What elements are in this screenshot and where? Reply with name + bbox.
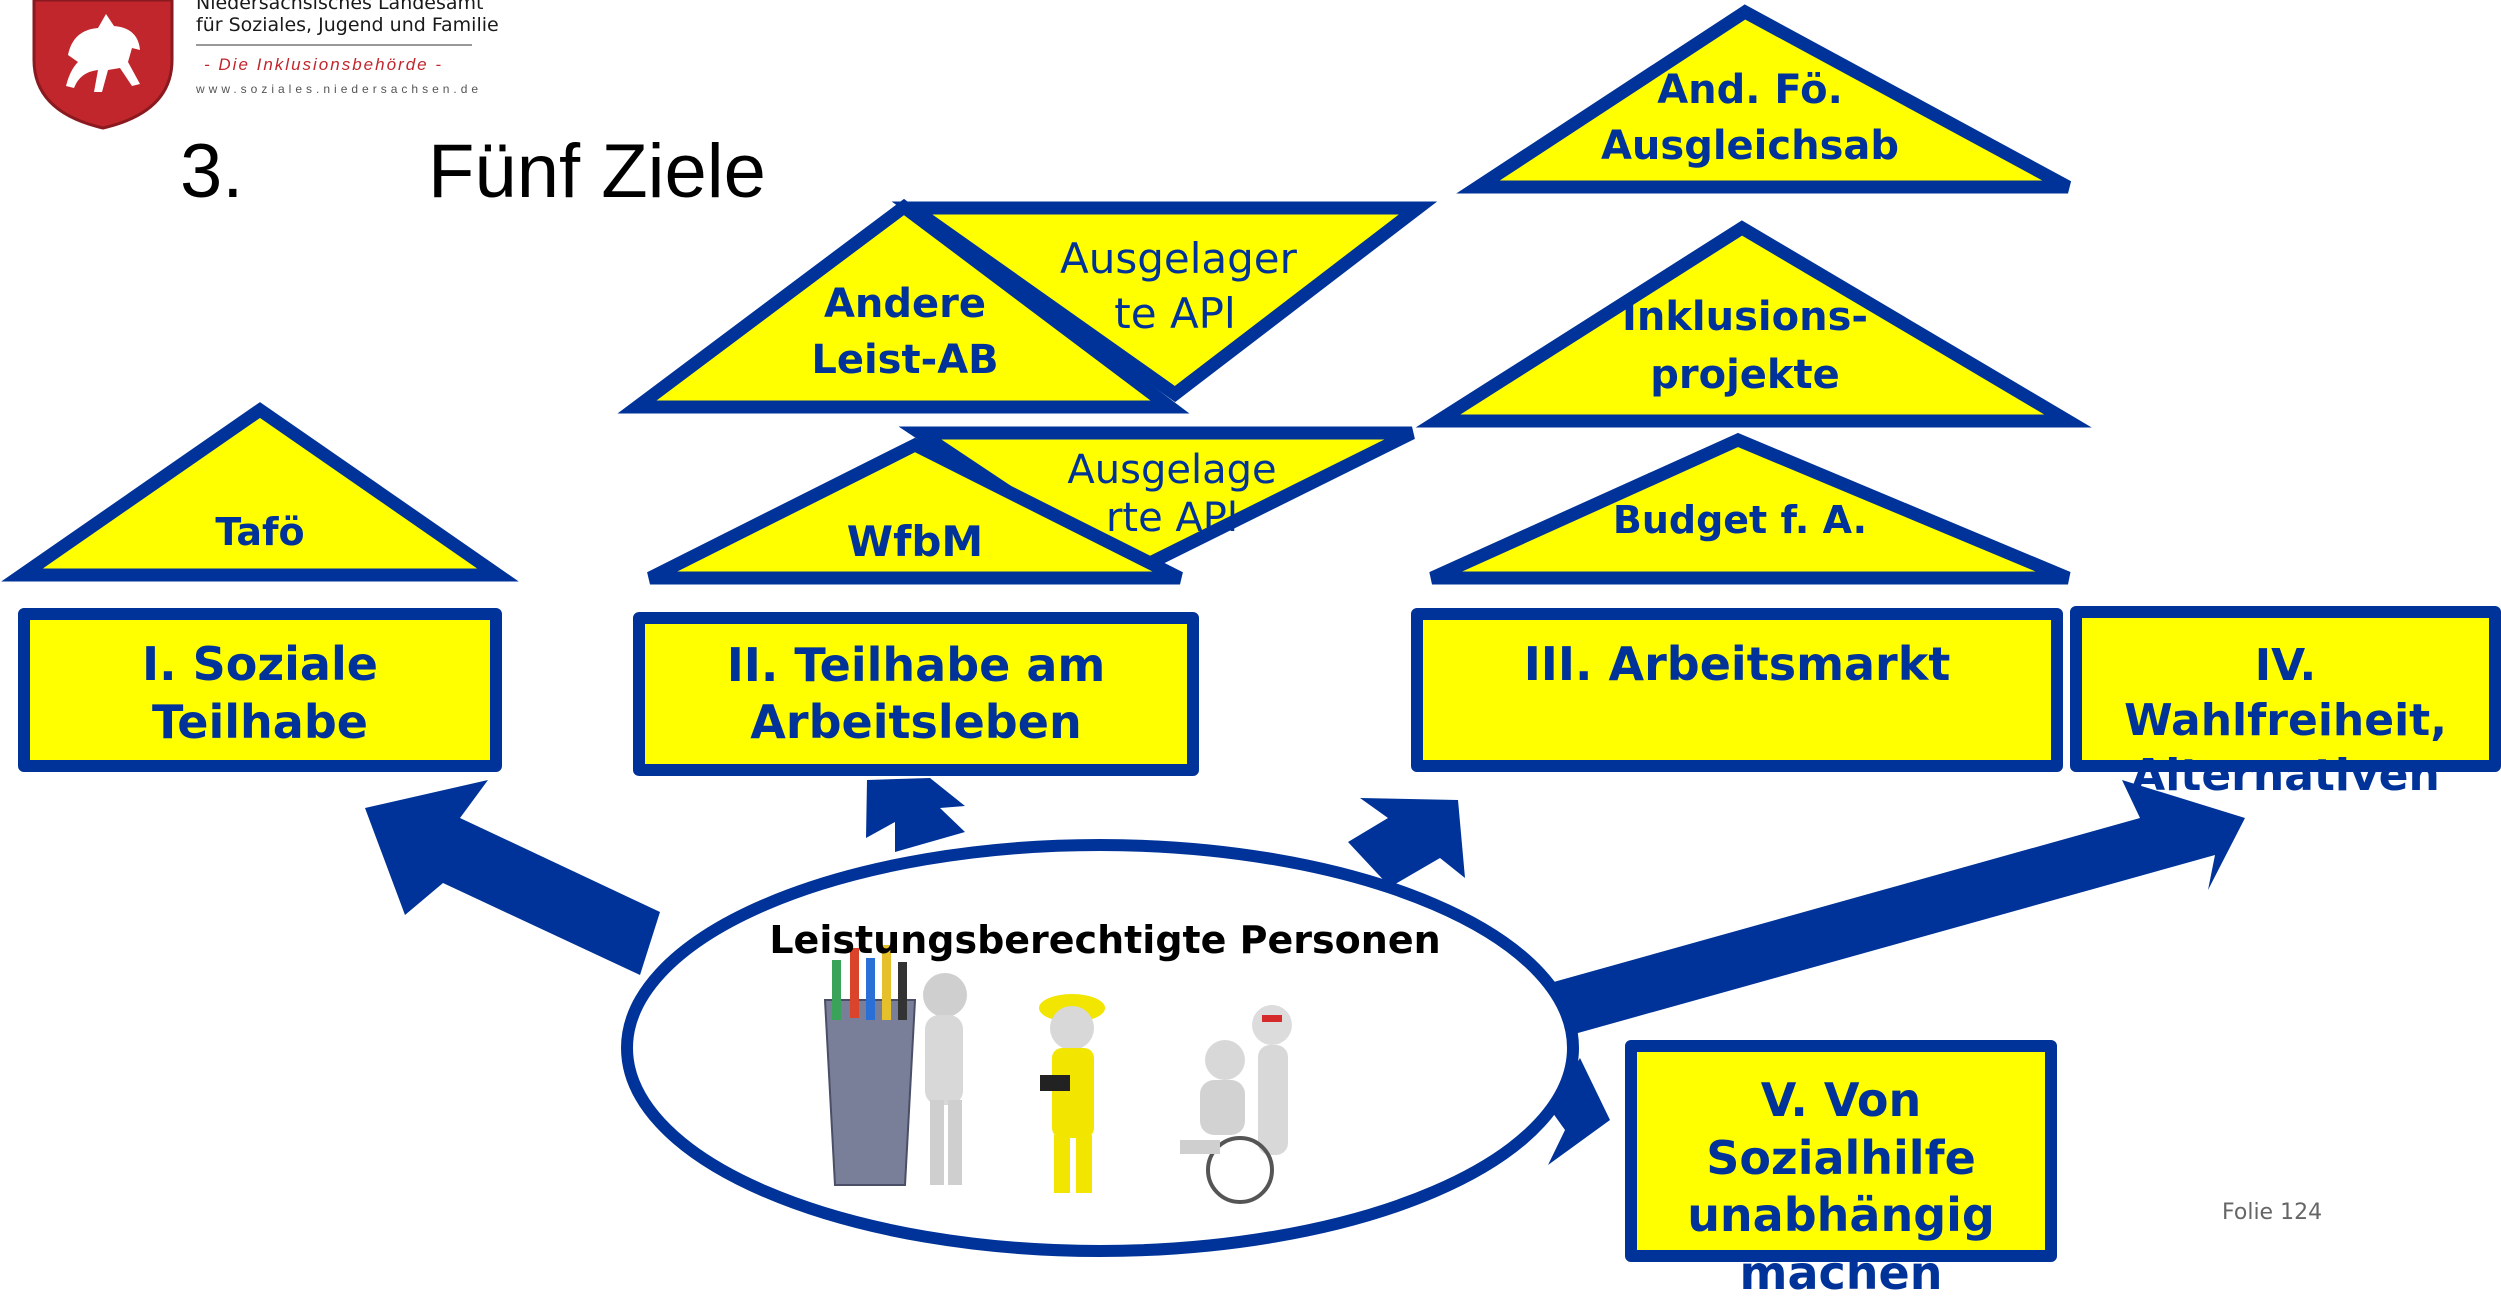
triangle-label-tafo: Tafö [215, 510, 305, 554]
triangle-andere-leist [617, 198, 1190, 414]
triangle-inklusionsprojekte [1415, 220, 2092, 428]
goal-box-1: I. Soziale Teilhabe [18, 608, 502, 772]
header-url: www.soziales.niedersachsen.de [196, 82, 483, 96]
triangle-label-ausgelagerte-api-upper: Ausgelager te APl [1060, 234, 1297, 338]
triangle-budget [1429, 432, 2071, 585]
header-tagline: - Die Inklusionsbehörde - [204, 55, 443, 74]
goal-box-2: II. Teilhabe am Arbeitsleben [633, 612, 1199, 776]
triangle-tafo [1, 402, 519, 582]
header-divider [196, 44, 472, 46]
triangle-label-inklusionsprojekte: Inklusions- projekte [1621, 294, 1869, 398]
figure-wheelchair-nurse-icon [1180, 1005, 1292, 1204]
triangle-and-fo [1456, 4, 2072, 194]
slide-title: Fünf Ziele [428, 129, 766, 214]
triangle-label-wfbm: WfbM [846, 517, 984, 566]
arrow-to-goal-1 [365, 780, 660, 975]
triangle-label-and-fo: And. Fö. Ausgleichsab [1600, 67, 1900, 169]
goal-box-5: V. Von Sozialhilfe unabhängig machen [1625, 1040, 2057, 1300]
triangle-label-ausgelagerte-api-lower: Ausgelage rte APl [1067, 447, 1277, 541]
header-agency-line1: Niedersächsisches Landesamt [196, 0, 484, 14]
arrow-to-goal-3 [1348, 798, 1465, 887]
slide-title-number: 3. [180, 129, 244, 214]
diagram-canvas [1, 4, 2245, 1257]
triangle-label-andere-leist: Andere Leist-AB [811, 281, 999, 383]
arrow-to-goal-2 [866, 778, 965, 852]
triangle-label-budget: Budget f. A. [1612, 498, 1868, 542]
center-label: Leistungsberechtigte Personen [769, 918, 1441, 962]
slide-number: Folie 124 [2222, 1200, 2323, 1225]
goal-box-4: IV. Wahlfreiheit, Alternativen [2070, 606, 2501, 801]
figure-pencil-cup-icon [823, 945, 967, 1186]
figure-worker-icon [1039, 994, 1105, 1193]
niedersachsen-logo-icon [32, 0, 174, 130]
center-ellipse [621, 839, 1579, 1257]
arrow-to-goal-4 [1525, 780, 2245, 1045]
triangle-wfbm [647, 437, 1183, 585]
goal-box-3: III. Arbeitsmarkt [1411, 608, 2063, 772]
header-agency-line2: für Soziales, Jugend und Familie [196, 14, 499, 36]
triangle-ausgelagerte-api-upper [891, 201, 1438, 403]
